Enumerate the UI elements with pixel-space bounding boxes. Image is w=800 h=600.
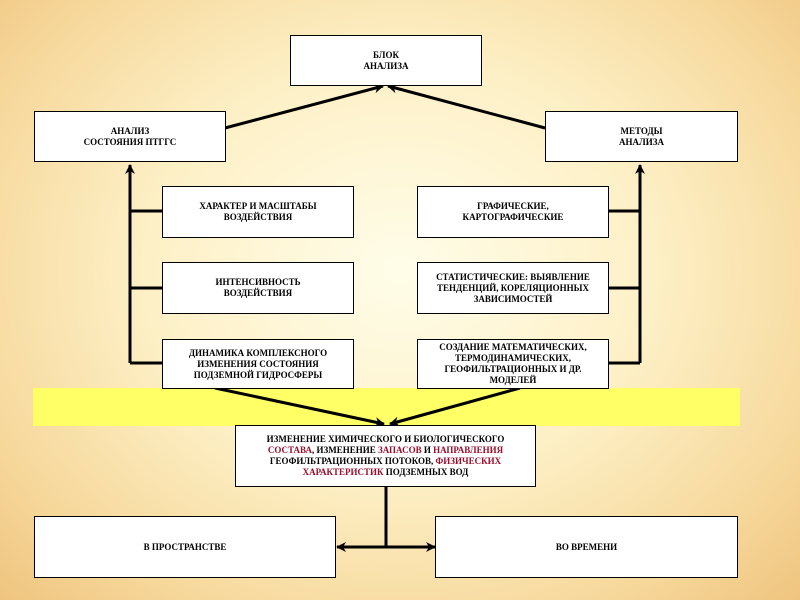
- arrow-right-to-top: [387, 83, 546, 130]
- in-space-box: В ПРОСТРАНСТВЕ: [34, 516, 336, 578]
- modeling-methods-box: СОЗДАНИЕ МАТЕМАТИЧЕСКИХ,ТЕРМОДИНАМИЧЕСКИ…: [417, 339, 609, 389]
- in-time-box: ВО ВРЕМЕНИ: [435, 516, 738, 578]
- arrow-left-to-center: [214, 386, 385, 428]
- groundwater-change-box: ИЗМЕНЕНИЕ ХИМИЧЕСКОГО И БИОЛОГИЧЕСКОГО С…: [235, 425, 536, 487]
- arrow-right-to-center: [389, 386, 521, 427]
- graphic-methods-box: ГРАФИЧЕСКИЕ,КАРТОГРАФИЧЕСКИЕ: [417, 186, 609, 238]
- arrow-left-to-top: [224, 83, 384, 130]
- highlight-band: [33, 388, 740, 426]
